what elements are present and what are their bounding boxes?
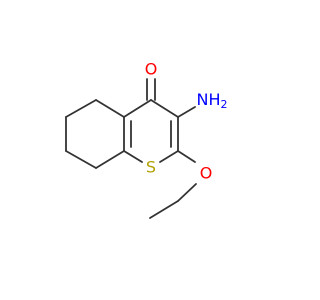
bond-c4a-c4	[123, 99, 152, 118]
amino-nh-text: NH	[197, 90, 221, 109]
bond-c7-c8	[65, 150, 97, 169]
bond-c2-o-ether	[177, 150, 196, 163]
molecule-canvas: O NH2 S O	[65, 59, 228, 219]
molecule-structure: O NH2 S O	[65, 60, 228, 219]
bond-c3-n	[177, 106, 196, 118]
bond-c4a-c5	[95, 99, 125, 118]
bond-s1-c8a	[123, 150, 143, 163]
bonds	[65, 78, 197, 219]
oxygen-ether-label: O	[200, 164, 213, 183]
sulfur-label: S	[146, 158, 156, 177]
bond-c4-c3	[150, 99, 179, 118]
amino-group-label: NH2	[197, 90, 228, 111]
bond-ch2-ch3	[149, 200, 179, 219]
bond-c8-c8a	[95, 150, 125, 169]
bond-c2-s1	[159, 150, 179, 163]
bond-o-ch2	[177, 183, 197, 202]
oxygen-carbonyl-label: O	[145, 60, 158, 79]
amino-subscript-text: 2	[221, 98, 228, 111]
atom-labels: O NH2 S O	[145, 60, 228, 183]
bond-c5-c6	[65, 99, 97, 118]
